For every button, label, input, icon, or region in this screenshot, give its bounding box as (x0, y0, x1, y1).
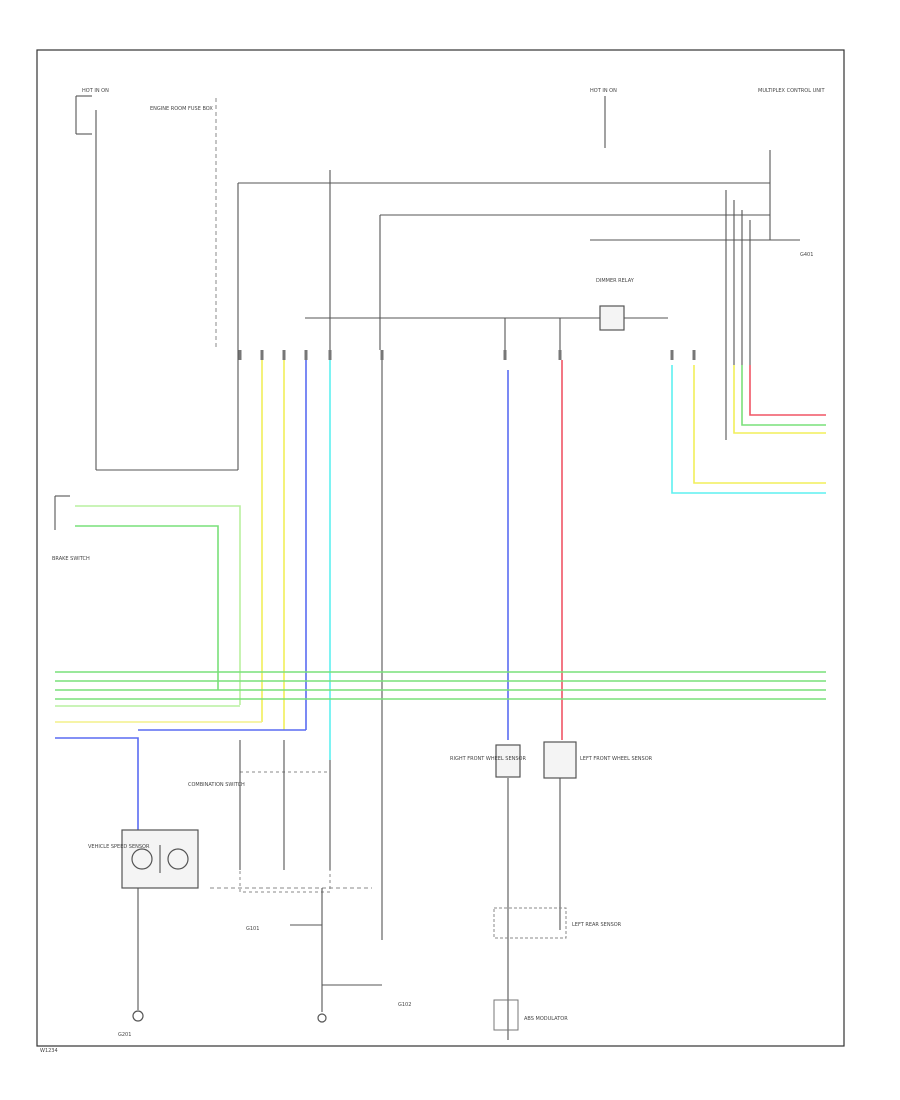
green-wire-brake-1 (75, 505, 241, 705)
dimmer-relay: DIMMER RELAY (596, 278, 635, 331)
yellow-wire-right-b (693, 365, 826, 484)
top-left-connector-label: HOT IN ON (82, 88, 109, 94)
green-wire-right (741, 365, 826, 426)
top-right-module: MULTIPLEX CONTROL UNIT G401 (758, 88, 825, 258)
left-rear-sensor: LEFT REAR SENSOR (493, 907, 622, 939)
left-front-sensor: LEFT FRONT WHEEL SENSOR (543, 741, 653, 779)
dimmer-relay-label: DIMMER RELAY (596, 278, 635, 284)
abs-modulator-label: ABS MODULATOR (524, 1016, 568, 1022)
vehicle-speed-sensor: VEHICLE SPEED SENSOR (88, 829, 199, 889)
combination-switch: COMBINATION SWITCH (188, 740, 372, 893)
connector-row (238, 350, 696, 360)
yellow-wire-right-a (733, 365, 826, 434)
bottom-mid-ground: G102 (317, 984, 411, 1023)
left-front-sensor-label: LEFT FRONT WHEEL SENSOR (580, 756, 653, 762)
cyan-wire-right (671, 365, 826, 494)
bottom-center-ground-label: G101 (246, 926, 259, 932)
combo-ground-wire (290, 924, 323, 1012)
top-center-connector: HOT IN ON (590, 88, 617, 148)
green-wire-brake-2 (75, 525, 219, 690)
right-front-sensor-label: RIGHT FRONT WHEEL SENSOR (450, 756, 526, 762)
diagram-frame (36, 49, 845, 1047)
abs-modulator: ABS MODULATOR (493, 999, 568, 1031)
brake-switch: BRAKE SWITCH (52, 495, 90, 562)
combo-switch-label: COMBINATION SWITCH (188, 782, 245, 788)
blue-bus (55, 737, 139, 830)
top-center-connector-label: HOT IN ON (590, 88, 617, 94)
red-wire-right (749, 365, 826, 416)
right-front-sensor: RIGHT FRONT WHEEL SENSOR (450, 744, 526, 778)
left-rear-sensor-label: LEFT REAR SENSOR (572, 922, 622, 928)
footer-code: W1234 (40, 1048, 58, 1054)
right-ground-label: G401 (800, 252, 813, 258)
vehicle-speed-sensor-label: VEHICLE SPEED SENSOR (88, 844, 150, 850)
brake-switch-label: BRAKE SWITCH (52, 556, 90, 562)
left-ground: G201 (118, 1010, 144, 1038)
top-left-component-label: ENGINE ROOM FUSE BOX (150, 106, 213, 112)
bottom-mid-ground-label: G102 (398, 1002, 411, 1008)
top-left-connector: HOT IN ON ENGINE ROOM FUSE BOX (75, 88, 213, 135)
top-right-module-label: MULTIPLEX CONTROL UNIT (758, 88, 825, 94)
left-ground-label: G201 (118, 1032, 131, 1038)
